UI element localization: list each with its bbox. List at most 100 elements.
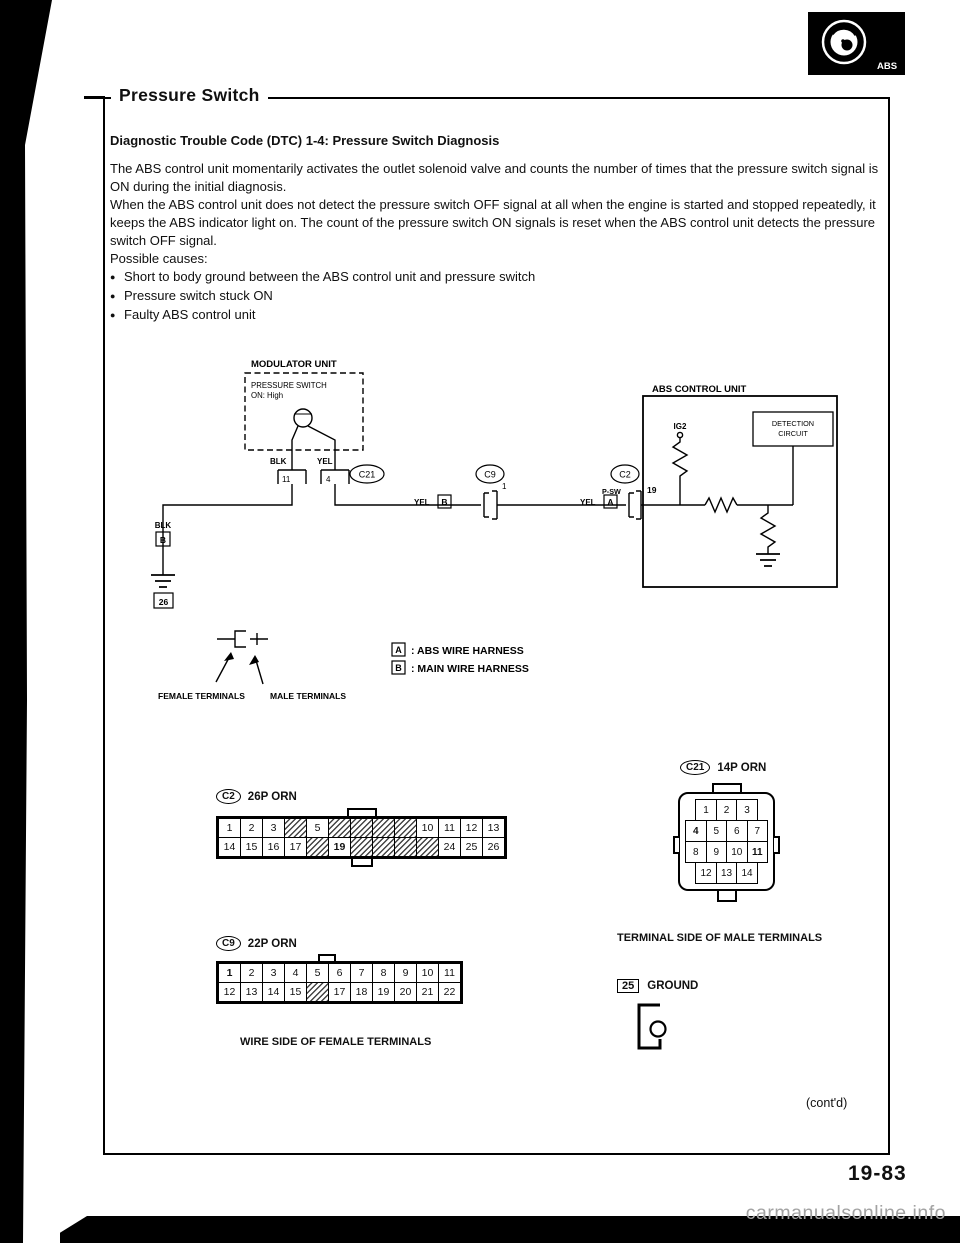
ig2-label: IG2: [674, 422, 687, 431]
connector-pin-15: 15: [240, 837, 263, 857]
wire-side-label: WIRE SIDE OF FEMALE TERMINALS: [240, 1036, 432, 1048]
connector-pin-11: 11: [438, 818, 461, 838]
connector-pin-26: 26: [482, 837, 505, 857]
connector-c9-header: C9 22P ORN: [216, 936, 297, 951]
ground-terminal-number: 25: [617, 979, 640, 993]
connector-pin-21: 21: [416, 982, 439, 1002]
connector-pin-11: 11: [746, 841, 768, 863]
yel-b-label: YEL: [414, 498, 430, 507]
ground-26-label: 26: [159, 597, 169, 607]
cause-item: Pressure switch stuck ON: [110, 287, 888, 306]
connector-pin-8: 8: [685, 841, 707, 863]
cause-text: Faulty ABS control unit: [124, 307, 256, 322]
connector-pin-18: 18: [350, 982, 373, 1002]
connector-pin-17: 17: [328, 982, 351, 1002]
detection-circuit-label-2: CIRCUIT: [778, 429, 808, 438]
harness-a-box: A: [607, 497, 613, 507]
scan-edge-left: [0, 0, 52, 1243]
pin-4-label: 4: [326, 475, 331, 484]
connector-pin-6: 6: [726, 820, 748, 842]
cause-item: Short to body ground between the ABS con…: [110, 268, 888, 287]
connector-pin-10: 10: [416, 963, 439, 983]
connector-pin-20: 20: [394, 982, 417, 1002]
connector-pin-19: 19: [372, 982, 395, 1002]
cause-item: Faulty ABS control unit: [110, 306, 888, 325]
connector-pin-14: 14: [736, 862, 758, 884]
bullet-icon: [110, 287, 124, 306]
connector-c2-title: 26P ORN: [247, 790, 297, 803]
connector-pin-13: 13: [482, 818, 505, 838]
connector-pin-14: 14: [218, 837, 241, 857]
cause-text: Pressure switch stuck ON: [124, 288, 273, 303]
brake-disc-icon: [821, 19, 867, 65]
connector-pin-1: 1: [695, 799, 717, 821]
connector-pin-19: 19: [328, 837, 351, 857]
connector-c9-title: 22P ORN: [247, 937, 297, 950]
bullet-icon: [110, 306, 124, 325]
title-tick-line: [84, 96, 105, 99]
connector-pin-22: 22: [438, 982, 461, 1002]
connector-c21-title: 14P ORN: [717, 761, 767, 774]
connector-pin-12: 12: [695, 862, 717, 884]
modulator-unit-label: MODULATOR UNIT: [251, 359, 337, 370]
connector-c2-tab-top: [346, 808, 377, 816]
legend-a-text: : ABS WIRE HARNESS: [411, 645, 524, 657]
legend-b-text: : MAIN WIRE HARNESS: [411, 663, 529, 675]
connector-c2-tag: C2: [619, 470, 631, 480]
cause-text: Short to body ground between the ABS con…: [124, 269, 536, 284]
abs-control-unit-label: ABS CONTROL UNIT: [652, 384, 746, 395]
dtc-section: Diagnostic Trouble Code (DTC) 1-4: Press…: [110, 132, 888, 325]
detection-circuit-label-1: DETECTION: [772, 419, 814, 428]
connector-pin-11: 11: [438, 963, 461, 983]
legend-b-key: B: [395, 663, 402, 673]
connector-pin-5: 5: [306, 963, 329, 983]
possible-causes-label: Possible causes:: [110, 251, 208, 266]
connector-c21-tab-bottom: [716, 889, 737, 902]
diagram-wires: [151, 372, 838, 685]
connector-pin-3: 3: [262, 963, 285, 983]
female-terminals-label: FEMALE TERMINALS: [158, 691, 245, 701]
connector-c21-id: C21: [680, 760, 711, 775]
connector-pin-7: 7: [746, 820, 768, 842]
connector-c21-key-right: [774, 836, 780, 854]
terminal-arrow-icons: [224, 652, 259, 665]
abs-logo-label: ABS: [877, 61, 897, 72]
connector-pin-blank: [394, 837, 417, 857]
connector-pin-9: 9: [394, 963, 417, 983]
legend-a-key: A: [395, 645, 402, 655]
yel-a-label: YEL: [580, 498, 596, 507]
wiring-diagram: MODULATOR UNIT PRESSURE SWITCH ON: High …: [151, 359, 838, 701]
connector-pin-2: 2: [715, 799, 738, 821]
harness-b-box: B: [441, 497, 447, 507]
connector-pin-25: 25: [460, 837, 483, 857]
connector-c2-header: C2 26P ORN: [216, 789, 297, 804]
connector-pin-blank: [350, 837, 373, 857]
connector-pin-blank: [284, 818, 307, 838]
harness-b-ground-box: B: [160, 535, 166, 545]
pin-19-label: 19: [647, 485, 657, 495]
ground-callout: 25 GROUND: [617, 979, 698, 993]
connector-pin-1: 1: [218, 963, 241, 983]
connector-pin-blank: [394, 818, 417, 838]
connector-pin-blank: [372, 837, 395, 857]
connector-pin-24: 24: [438, 837, 461, 857]
connector-c9-notch: [318, 954, 336, 963]
connector-pin-13: 13: [240, 982, 263, 1002]
connector-pin-14: 14: [262, 982, 285, 1002]
connector-c21-tag: C21: [359, 470, 376, 480]
content-frame: [103, 97, 890, 1155]
yel-wire-label: YEL: [317, 457, 333, 466]
diagram-labels: MODULATOR UNIT PRESSURE SWITCH ON: High …: [155, 359, 814, 701]
pin-1-label: 1: [502, 482, 507, 491]
connector-pin-2: 2: [240, 818, 263, 838]
connector-pin-8: 8: [372, 963, 395, 983]
